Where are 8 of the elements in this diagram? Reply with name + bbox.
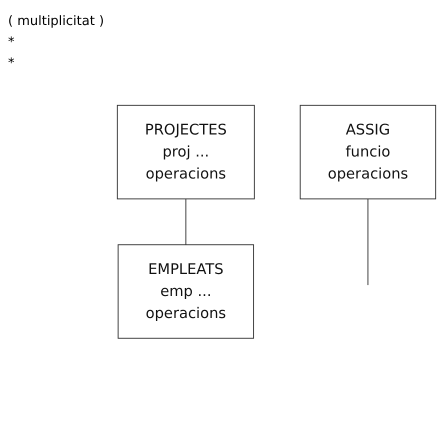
multiplicity-label: * (8, 56, 16, 71)
node-box: PROJECTES proj ... operacions (116, 105, 255, 200)
node-box: ASSIG funcio operacions (300, 105, 436, 200)
multiplicity-label: * (8, 35, 16, 50)
connector (185, 198, 186, 246)
node-box: EMPLEATS emp ... operacions (118, 244, 254, 339)
connector (367, 198, 368, 286)
multiplicity-label: ( multiplicitat ) (8, 14, 102, 29)
